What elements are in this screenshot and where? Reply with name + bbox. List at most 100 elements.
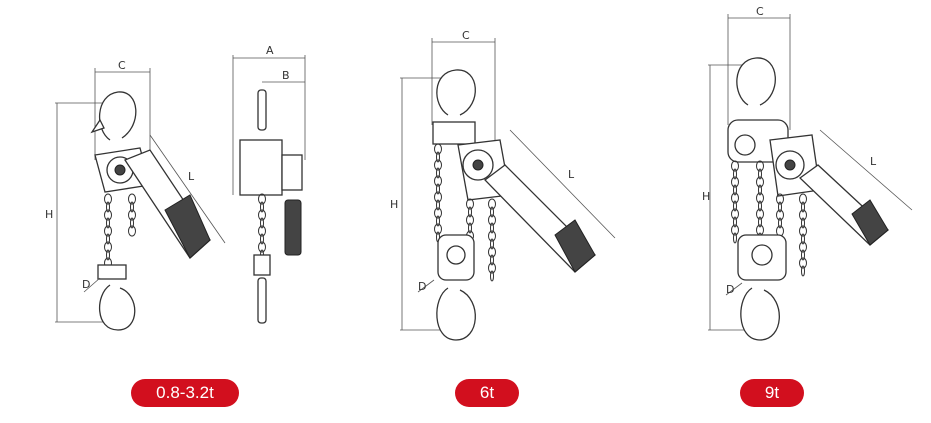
- dim-d-line: [725, 282, 743, 296]
- bottom-pulley: [751, 244, 773, 266]
- chain-link: [758, 200, 762, 212]
- dim-a-label: A: [266, 44, 274, 57]
- chain-link: [104, 209, 112, 221]
- chain-link: [434, 159, 442, 171]
- chain-link: [434, 175, 442, 187]
- chain-link: [731, 208, 739, 220]
- chain-link: [260, 217, 264, 229]
- chain-link: [778, 201, 782, 213]
- chain-link: [104, 193, 112, 205]
- chain-link: [434, 223, 442, 235]
- dim-l-label: L: [870, 155, 877, 168]
- chain-link: [731, 176, 739, 188]
- top-block: [432, 121, 476, 145]
- dim-d-line: [417, 279, 435, 293]
- top-hook: [436, 69, 476, 116]
- top-hook: [98, 91, 137, 141]
- dim-d-label: D: [82, 278, 90, 291]
- chain-link: [490, 222, 494, 234]
- chain-link: [436, 183, 440, 195]
- chain-link: [776, 193, 784, 205]
- hoist-6t-view: C H L D: [390, 29, 616, 341]
- lever-side: [284, 199, 302, 256]
- chain-link: [258, 241, 266, 253]
- top-pulley: [734, 134, 756, 156]
- chain-link: [434, 143, 442, 155]
- hand-chain: [128, 193, 136, 237]
- chain-link: [104, 241, 112, 253]
- chain-link: [258, 225, 266, 237]
- dim-l-line: [149, 134, 226, 244]
- chain-link: [731, 224, 739, 236]
- hoist-small-front-view: C H L D: [45, 59, 226, 331]
- model-badge-0.8-3.2t[interactable]: 0.8-3.2t: [131, 379, 239, 407]
- dim-d-line: [83, 277, 101, 293]
- chain-link: [488, 230, 496, 242]
- chain-link: [466, 198, 474, 210]
- load-chain-right: [466, 198, 474, 242]
- chain-link: [436, 167, 440, 179]
- hook-latch: [90, 118, 105, 134]
- chain-link: [130, 201, 134, 213]
- lever-grip: [851, 199, 889, 246]
- lever-grip: [554, 219, 596, 273]
- chain-link: [801, 217, 805, 229]
- chain-link: [106, 249, 110, 261]
- load-chain-side: [258, 193, 266, 261]
- dim-l-label: L: [188, 170, 195, 183]
- chain-link: [731, 192, 739, 204]
- chain-link: [756, 160, 764, 172]
- chain-link: [488, 214, 496, 226]
- dim-d-label: D: [418, 280, 426, 293]
- chain-link: [756, 192, 764, 204]
- chain-link: [106, 217, 110, 229]
- chain-link: [733, 200, 737, 212]
- chain-link: [776, 209, 784, 221]
- chain-link: [128, 225, 136, 237]
- load-chain-2: [756, 160, 764, 244]
- chain-link: [801, 233, 805, 245]
- lever-grip: [164, 194, 211, 259]
- chain-link: [488, 198, 496, 210]
- chain-link: [799, 225, 807, 237]
- chain-link: [104, 225, 112, 237]
- load-chain: [104, 193, 112, 269]
- load-chain-left: [434, 143, 442, 243]
- dim-h-label: H: [702, 190, 710, 203]
- chain-link: [260, 201, 264, 213]
- model-badge-9t[interactable]: 9t: [740, 379, 804, 407]
- chain-link: [490, 238, 494, 250]
- chain-link: [733, 184, 737, 196]
- dim-c-label: C: [756, 5, 764, 18]
- chain-link: [466, 214, 474, 226]
- chain-link: [468, 206, 472, 218]
- model-badge-6t[interactable]: 6t: [455, 379, 519, 407]
- chain-link: [468, 222, 472, 234]
- chain-link: [801, 249, 805, 261]
- dim-c-label: C: [462, 29, 470, 42]
- chain-link: [733, 232, 737, 244]
- bottom-hook: [436, 287, 476, 341]
- chain-link: [434, 207, 442, 219]
- chain-link: [758, 184, 762, 196]
- hand-chain: [488, 198, 496, 282]
- chain-link: [260, 233, 264, 245]
- chain-link: [758, 216, 762, 228]
- chain-link: [801, 265, 805, 277]
- chain-link: [106, 201, 110, 213]
- chain-link: [733, 216, 737, 228]
- gear-cover-side: [281, 154, 303, 191]
- load-chain-1: [731, 160, 739, 244]
- gear-hub: [114, 164, 126, 176]
- dim-c-label: C: [118, 59, 126, 72]
- top-hook: [736, 57, 776, 106]
- chain-link: [130, 217, 134, 229]
- chain-link: [778, 217, 782, 229]
- bottom-block-side: [253, 254, 271, 276]
- chain-link: [733, 168, 737, 180]
- dim-h-label: H: [45, 208, 53, 221]
- body-side: [239, 139, 283, 196]
- dim-b-label: B: [282, 69, 290, 82]
- chain-link: [128, 209, 136, 221]
